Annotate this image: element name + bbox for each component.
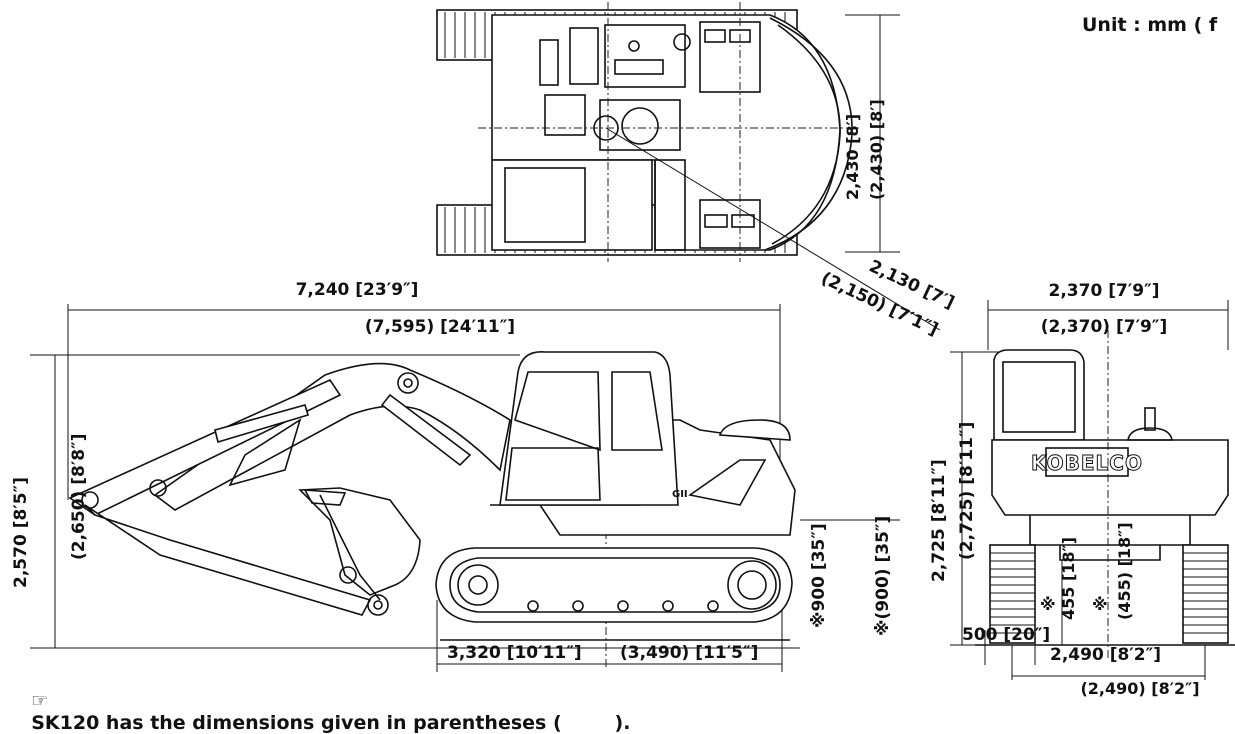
parentheses-note: ☞ SK120 has the dimensions given in pare…: [18, 668, 630, 734]
shoe-width-label: 500 [20″]: [962, 625, 1050, 645]
brand-logo: KOBELCO: [1031, 451, 1143, 475]
top-width-label-alt: (2,430) [8′]: [867, 99, 886, 200]
height-label-alt: (2,650) [8′8″]: [69, 433, 89, 560]
front-width-label: 2,370 [7′9″]: [1049, 281, 1160, 301]
top-view: [436, 2, 941, 331]
unit-label: Unit : mm ( f: [1082, 14, 1218, 36]
clearance-label: ※900 [35″]: [809, 523, 829, 628]
ground-clearance-label: 455 [18″]: [1059, 537, 1078, 620]
ground-clearance-mark: ※: [1040, 595, 1056, 614]
track-width-label-alt: (2,490) [8′2″]: [1080, 679, 1199, 698]
ground-clearance-label-alt: (455) [18″]: [1115, 522, 1134, 620]
side-logo-mark: GII: [672, 489, 688, 500]
front-view: KOBELCO: [950, 300, 1235, 680]
track-length-label-alt: (3,490) [11′5″]: [620, 643, 758, 663]
pointing-hand-icon: ☞: [31, 690, 49, 712]
height-label: 2,570 [8′5″]: [11, 477, 31, 588]
track-width-label: 2,490 [8′2″]: [1050, 645, 1161, 665]
top-width-label: 2,430 [8′]: [843, 114, 862, 200]
side-view: GII: [30, 304, 800, 672]
track-length-label: 3,320 [10′11″]: [447, 643, 582, 663]
overall-length-label: 7,240 [23′9″]: [296, 280, 419, 300]
excavator-dimension-drawing: 2,430 [8′] (2,430) [8′] 2,130 [7′] (2,15…: [11, 2, 1235, 698]
overall-length-label-alt: (7,595) [24′11″]: [365, 317, 515, 337]
front-height-label: 2,725 [8′11″]: [929, 459, 949, 582]
front-width-label-alt: (2,370) [7′9″]: [1041, 317, 1168, 337]
clearance-label-alt: ※(900) [35″]: [873, 516, 893, 636]
ground-clearance-mark-alt: ※: [1092, 595, 1108, 614]
front-height-label-alt: (2,725) [8′11″]: [957, 422, 977, 560]
note-text: SK120 has the dimensions given in parent…: [31, 712, 631, 734]
